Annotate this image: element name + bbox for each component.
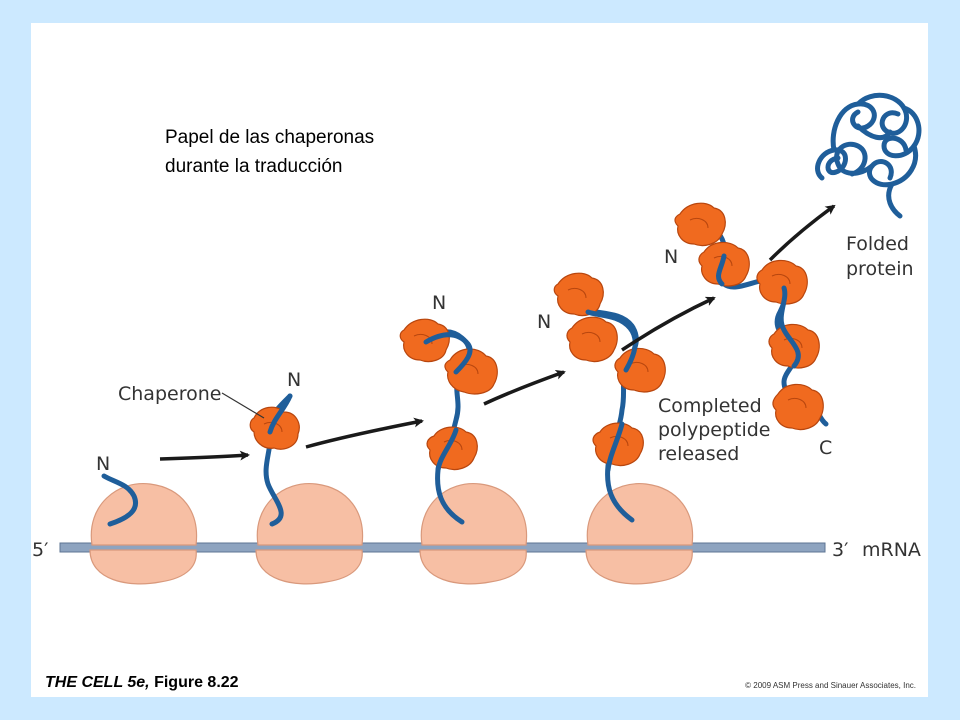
completed-label-line-1: Completed [658, 395, 762, 417]
chaperone-4c [614, 347, 666, 393]
folded-label-line-2: protein [846, 258, 914, 280]
completed-label-line-3: released [658, 443, 739, 465]
three-prime-label: 3′ [832, 539, 848, 561]
chaperone-label: Chaperone [118, 383, 221, 405]
chaperone-pointer-line [221, 392, 265, 419]
arrow-step-2 [305, 417, 424, 449]
slide-title-line-1: Papel de las chaperonas [165, 127, 375, 148]
ribosome-1 [89, 483, 198, 585]
ribosome-3 [419, 483, 528, 585]
polypeptide-1 [101, 473, 138, 527]
chaperone-5c [756, 259, 808, 305]
chaperone-4d [592, 422, 644, 467]
mrna-label: mRNA [862, 539, 921, 561]
ribosome-4 [585, 483, 694, 585]
book-title: THE CELL 5e, [45, 674, 150, 691]
completed-label-line-2: polypeptide [658, 419, 771, 441]
slide-title-line-2: durante la traducción [165, 156, 343, 177]
folded-label-line-1: Folded [846, 233, 909, 255]
arrow-step-5 [768, 204, 836, 262]
chaperone-5e [772, 383, 824, 431]
arrow-step-3 [483, 369, 566, 406]
n-terminus-label-2: N [287, 369, 301, 391]
n-terminus-label-5: N [664, 246, 678, 268]
ribosome-2 [255, 483, 364, 585]
figure-number: Figure 8.22 [154, 674, 239, 691]
n-terminus-label-1: N [96, 453, 110, 475]
chaperone-3b [444, 348, 498, 395]
n-terminus-label-4: N [537, 311, 551, 333]
c-terminus-label: C [819, 437, 832, 459]
folded-protein [815, 92, 922, 219]
figure-caption: THE CELL 5e, Figure 8.22 [45, 674, 239, 692]
arrow-step-1 [159, 450, 250, 461]
chaperone-4b [566, 316, 618, 363]
five-prime-label: 5′ [32, 539, 48, 561]
chaperone-4a [553, 272, 604, 317]
n-terminus-label-3: N [432, 292, 446, 314]
copyright-notice: © 2009 ASM Press and Sinauer Associates,… [745, 681, 916, 690]
arrow-step-4 [621, 296, 716, 352]
chaperone-5a [674, 202, 726, 247]
